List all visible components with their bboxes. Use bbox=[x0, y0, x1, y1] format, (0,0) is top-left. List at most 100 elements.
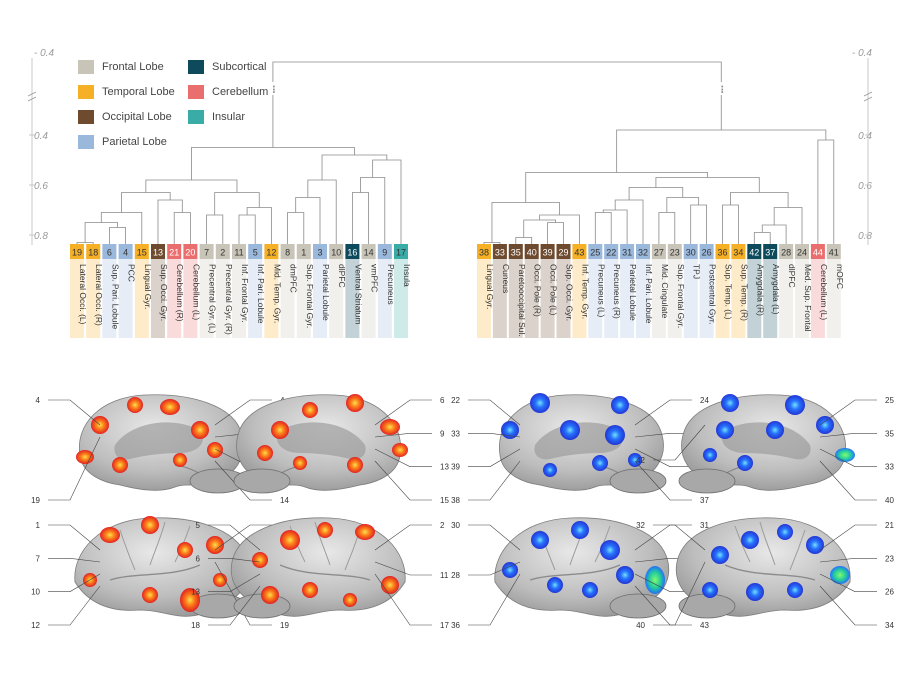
sylvian-fissure bbox=[529, 564, 621, 581]
callout-line bbox=[374, 524, 432, 551]
legend-label: Insular bbox=[212, 111, 246, 123]
activation-blob bbox=[711, 546, 729, 564]
leaf-number-badge bbox=[588, 244, 603, 259]
leaf-number: 13 bbox=[153, 248, 163, 258]
callout-line bbox=[48, 524, 101, 551]
leaf-label: Parietal Lobule bbox=[628, 264, 638, 321]
leaf-number: 23 bbox=[670, 248, 680, 258]
callout-line bbox=[653, 561, 706, 626]
callout-label: 21 bbox=[885, 521, 894, 530]
sylvian-fissure bbox=[724, 564, 816, 581]
callout-label: 43 bbox=[700, 621, 709, 630]
leaf-number: 31 bbox=[622, 248, 632, 258]
leaf-number: 28 bbox=[781, 248, 791, 258]
dendrogram-link bbox=[287, 212, 305, 244]
activation-blob bbox=[702, 582, 718, 598]
dendrogram-link bbox=[238, 214, 256, 244]
callout-line bbox=[819, 524, 877, 551]
sylvian-fissure bbox=[109, 564, 201, 581]
activation-blob bbox=[830, 566, 850, 584]
activation-blob bbox=[381, 576, 399, 594]
callout-label: 15 bbox=[440, 496, 449, 505]
leaf-number-badge bbox=[524, 244, 539, 259]
leaf-number: 9 bbox=[382, 248, 387, 258]
leaf-number-badge bbox=[232, 244, 246, 259]
leaf-label-band bbox=[329, 252, 344, 338]
callout-label: 26 bbox=[885, 588, 894, 597]
leaf-number-badge bbox=[118, 244, 133, 259]
leaf-number: 37 bbox=[765, 248, 775, 258]
leaf-number: 43 bbox=[574, 248, 584, 258]
dendrogram-link bbox=[307, 179, 337, 244]
activation-blob bbox=[271, 421, 289, 439]
leaf-number: 42 bbox=[749, 248, 759, 258]
brain-red_bl bbox=[74, 516, 250, 619]
leaf-label-band bbox=[667, 252, 682, 338]
leaf-label: Mid. Cingulate bbox=[660, 264, 670, 319]
callout-label: 40 bbox=[885, 496, 894, 505]
leaf-label: Inf. Pari. Lobule bbox=[644, 264, 654, 324]
legend-swatch bbox=[188, 110, 204, 124]
leaf-number-badge bbox=[540, 244, 555, 259]
callout-label: 38 bbox=[451, 496, 460, 505]
leaf-label-band bbox=[572, 252, 587, 338]
leaf-label: Cerebellum (R) bbox=[175, 264, 185, 322]
callout-line bbox=[634, 448, 692, 467]
dendrogram-link bbox=[817, 139, 835, 244]
cortex-sulci bbox=[734, 521, 806, 571]
leaf-number-badge bbox=[699, 244, 714, 259]
cerebellum bbox=[678, 468, 736, 494]
leaf-label: Sup. Frontal Gyr. bbox=[305, 264, 315, 328]
scale-break-mark bbox=[863, 91, 873, 102]
leaf-label: Lingual Gyr. bbox=[143, 264, 153, 309]
callout-label: 7 bbox=[36, 554, 41, 563]
callout-label: 31 bbox=[700, 521, 709, 530]
leaf-label-band bbox=[248, 252, 263, 338]
callout-line bbox=[468, 399, 521, 426]
callout-line bbox=[374, 561, 432, 576]
activation-blob bbox=[207, 442, 223, 458]
leaf-label-band bbox=[313, 252, 327, 338]
callout-label: 17 bbox=[440, 621, 449, 630]
dendrogram-link bbox=[628, 187, 684, 200]
corpus-callosum bbox=[721, 422, 811, 460]
leaf-label: Postcentral Gyr. bbox=[708, 264, 718, 324]
callout-line bbox=[208, 573, 261, 592]
dendrogram-link bbox=[214, 192, 260, 215]
callout-label: 1 bbox=[36, 521, 41, 530]
callout-line bbox=[653, 524, 706, 551]
callout-label: 35 bbox=[885, 429, 894, 438]
leaf-number-badge bbox=[248, 244, 263, 259]
callout-line bbox=[48, 573, 101, 592]
activation-blob bbox=[112, 457, 128, 473]
leaf-label: Ventral Striatum bbox=[353, 264, 363, 324]
leaf-number-badge bbox=[377, 244, 392, 259]
brain-blue_tr bbox=[678, 394, 855, 494]
leaf-label-band bbox=[232, 252, 246, 338]
dendrogram-link bbox=[173, 212, 191, 244]
leaf-label: Amygdala (L) bbox=[771, 264, 781, 315]
leaf-label-band bbox=[699, 252, 714, 338]
leaf-label: Lateral Occi. (L) bbox=[78, 264, 88, 325]
leaf-label: Med. Sup. Frontal bbox=[803, 264, 813, 332]
legend-label: Occipital Lobe bbox=[102, 111, 172, 123]
activation-blob bbox=[835, 448, 855, 462]
activation-blob bbox=[392, 443, 408, 457]
activation-blob bbox=[280, 530, 300, 550]
callout-label: 25 bbox=[885, 396, 894, 405]
leaf-number: 3 bbox=[317, 248, 322, 258]
leaf-label: Precentral Gyr. (R) bbox=[224, 264, 234, 335]
leaf-label: Precentral Gyr. (L) bbox=[208, 264, 218, 334]
